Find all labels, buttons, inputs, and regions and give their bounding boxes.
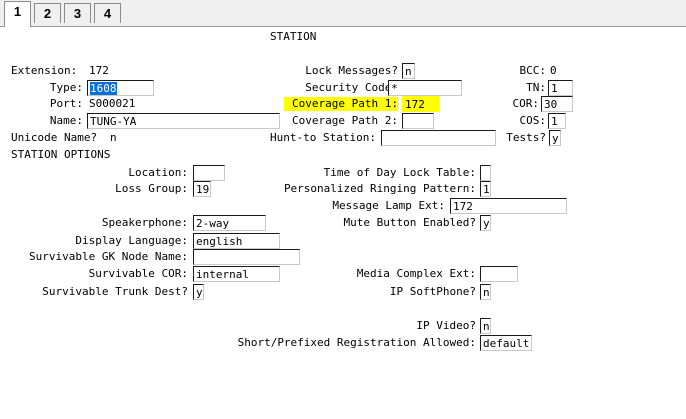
survivable-trunk-dest-label: Survivable Trunk Dest? xyxy=(42,285,188,298)
time-of-day-lock-label: Time of Day Lock Table: xyxy=(323,166,476,179)
tests-label: Tests? xyxy=(506,131,546,144)
tab-page-1[interactable]: 1 xyxy=(4,1,31,27)
unicode-name-label: Unicode Name? xyxy=(11,131,98,144)
port-label: Port: xyxy=(49,97,83,110)
tn-field[interactable]: 1 xyxy=(548,80,573,96)
display-language-field[interactable]: english xyxy=(193,233,280,249)
message-lamp-ext-field[interactable]: 172 xyxy=(450,198,567,214)
speakerphone-label: Speakerphone: xyxy=(101,216,188,229)
unicode-name-value: n xyxy=(110,131,117,144)
cos-label: COS: xyxy=(519,114,547,127)
lock-messages-field[interactable]: n xyxy=(402,63,415,79)
message-lamp-ext-label: Message Lamp Ext: xyxy=(332,199,445,212)
survivable-cor-label: Survivable COR: xyxy=(88,267,188,280)
time-of-day-lock-field[interactable] xyxy=(480,165,491,181)
coverage-path-1-field[interactable]: 172 xyxy=(402,96,439,112)
tn-label: TN: xyxy=(526,81,546,94)
name-label: Name: xyxy=(49,114,83,127)
location-label: Location: xyxy=(128,166,188,179)
hunt-to-station-field[interactable] xyxy=(381,130,496,146)
type-label: Type: xyxy=(49,81,83,94)
hunt-to-station-label: Hunt-to Station: xyxy=(270,131,376,144)
security-code-label: Security Code: xyxy=(305,81,398,94)
tab-page-3[interactable]: 3 xyxy=(64,3,91,23)
station-options-header: STATION OPTIONS xyxy=(11,148,111,161)
personalized-ringing-label: Personalized Ringing Pattern: xyxy=(283,182,476,195)
bcc-label: BCC: xyxy=(519,64,547,77)
ip-softphone-label: IP SoftPhone? xyxy=(389,285,476,298)
short-prefixed-registration-label: Short/Prefixed Registration Allowed: xyxy=(237,336,476,349)
survivable-gk-node-field[interactable] xyxy=(193,249,300,265)
tab-page-4[interactable]: 4 xyxy=(94,3,121,23)
coverage-path-1-label: Coverage Path 1: xyxy=(284,97,398,111)
survivable-trunk-dest-field[interactable]: y xyxy=(193,284,204,300)
speakerphone-field[interactable]: 2-way xyxy=(193,215,266,231)
ip-video-label: IP Video? xyxy=(416,319,476,332)
cos-field[interactable]: 1 xyxy=(548,113,566,129)
lock-messages-label: Lock Messages? xyxy=(305,64,398,77)
loss-group-label: Loss Group: xyxy=(115,182,188,195)
tab-strip-divider xyxy=(0,26,686,27)
extension-value: 172 xyxy=(89,64,109,77)
tests-field[interactable]: y xyxy=(549,130,561,146)
loss-group-field[interactable]: 19 xyxy=(193,181,211,197)
port-value: S000021 xyxy=(89,97,136,110)
short-prefixed-registration-field[interactable]: default xyxy=(480,335,532,351)
ip-video-field[interactable]: n xyxy=(480,318,491,334)
ip-softphone-field[interactable]: n xyxy=(480,284,491,300)
security-code-field[interactable]: * xyxy=(388,80,462,96)
extension-label: Extension: xyxy=(11,64,78,77)
display-language-label: Display Language: xyxy=(75,234,188,247)
cor-field[interactable]: 30 xyxy=(541,96,573,112)
type-field-selection: 1608 xyxy=(90,82,117,95)
name-field[interactable]: TUNG-YA xyxy=(87,113,280,129)
coverage-path-2-label: Coverage Path 2: xyxy=(292,114,398,127)
cor-label: COR: xyxy=(512,97,540,110)
personalized-ringing-field[interactable]: 1 xyxy=(480,181,491,197)
page-title: STATION xyxy=(270,30,317,43)
tab-page-2[interactable]: 2 xyxy=(34,3,61,23)
mute-button-field[interactable]: y xyxy=(480,215,491,231)
survivable-gk-node-label: Survivable GK Node Name: xyxy=(29,250,188,263)
survivable-cor-field[interactable]: internal xyxy=(193,266,280,282)
coverage-path-2-field[interactable] xyxy=(402,113,434,129)
media-complex-ext-label: Media Complex Ext: xyxy=(356,267,476,280)
location-field[interactable] xyxy=(193,165,225,181)
type-field[interactable]: 1608 xyxy=(87,80,154,96)
bcc-value: 0 xyxy=(550,64,557,77)
mute-button-label: Mute Button Enabled? xyxy=(343,216,476,229)
media-complex-ext-field[interactable] xyxy=(480,266,518,282)
